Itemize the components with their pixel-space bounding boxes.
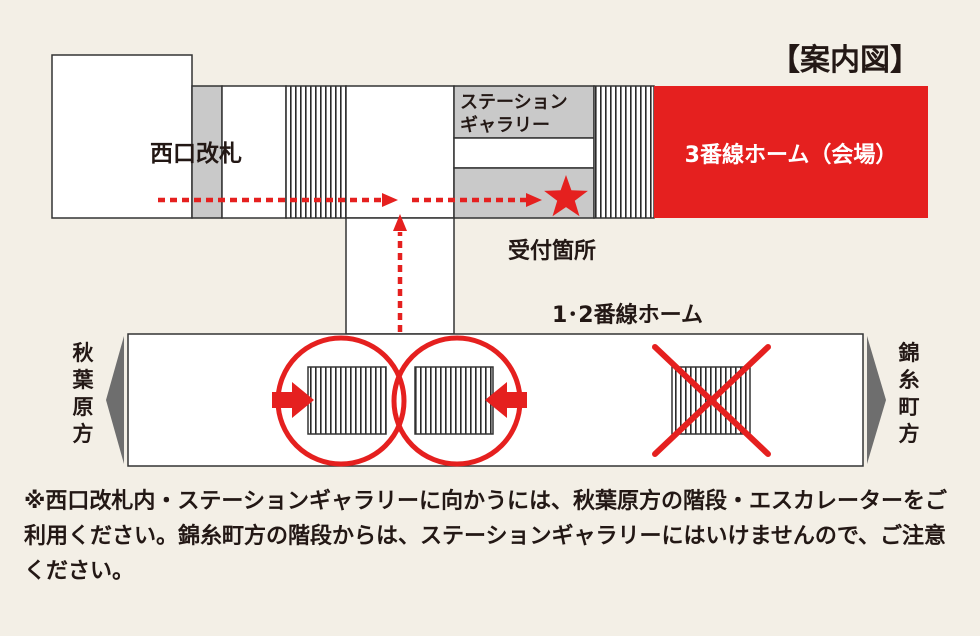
gallery-passage xyxy=(453,137,595,169)
svg-text:方: 方 xyxy=(899,422,920,446)
concourse-floor xyxy=(221,85,287,219)
route-arrowhead-up xyxy=(393,214,407,231)
svg-text:町: 町 xyxy=(899,395,920,419)
arrow-right-icon xyxy=(272,382,314,418)
gallery-label-line1: ステーション xyxy=(460,92,568,113)
svg-text:秋: 秋 xyxy=(73,341,95,365)
escalator-right xyxy=(414,366,494,435)
west-stairs xyxy=(285,85,347,219)
reception-label: 受付箇所 xyxy=(508,238,596,264)
star-icon xyxy=(544,175,588,217)
map-title: 【案内図】 xyxy=(770,43,920,78)
concourse-center xyxy=(345,85,455,219)
route-arrowhead-left xyxy=(382,193,398,207)
east-stairs xyxy=(593,85,655,219)
platform-3-label: 3番線ホーム（会場） xyxy=(685,142,898,168)
station-map: 【案内図】 西口改札 ステー xyxy=(51,43,928,467)
route-arrowhead-right xyxy=(526,193,542,207)
escalator-left xyxy=(307,366,387,435)
notice-text: ※西口改札内・ステーションギャラリーに向かうには、秋葉原方の階段・エスカレーター… xyxy=(24,489,947,584)
svg-text:葉: 葉 xyxy=(72,368,95,392)
direction-label-akihabara: 秋 葉 原 方 xyxy=(72,341,95,446)
gallery-label-line2: ギャラリー xyxy=(460,115,550,136)
triangle-arrow-icon-left xyxy=(106,336,124,464)
platform-3-block xyxy=(654,86,928,218)
svg-text:錦: 錦 xyxy=(899,341,920,365)
west-gate-label: 西口改札 xyxy=(150,141,242,167)
platform-12-label: 1･2番線ホーム xyxy=(552,302,703,328)
west-gate-block xyxy=(51,54,193,219)
direction-label-kinshicho: 錦 糸 町 方 xyxy=(899,341,920,446)
svg-text:方: 方 xyxy=(73,422,94,446)
svg-text:糸: 糸 xyxy=(899,368,920,392)
cross-icon xyxy=(652,344,771,457)
route-path xyxy=(158,197,528,332)
svg-text:原: 原 xyxy=(73,395,94,419)
gate-gray-strip xyxy=(191,85,223,219)
arrow-left-icon xyxy=(485,382,527,418)
triangle-arrow-icon-right xyxy=(867,336,886,464)
